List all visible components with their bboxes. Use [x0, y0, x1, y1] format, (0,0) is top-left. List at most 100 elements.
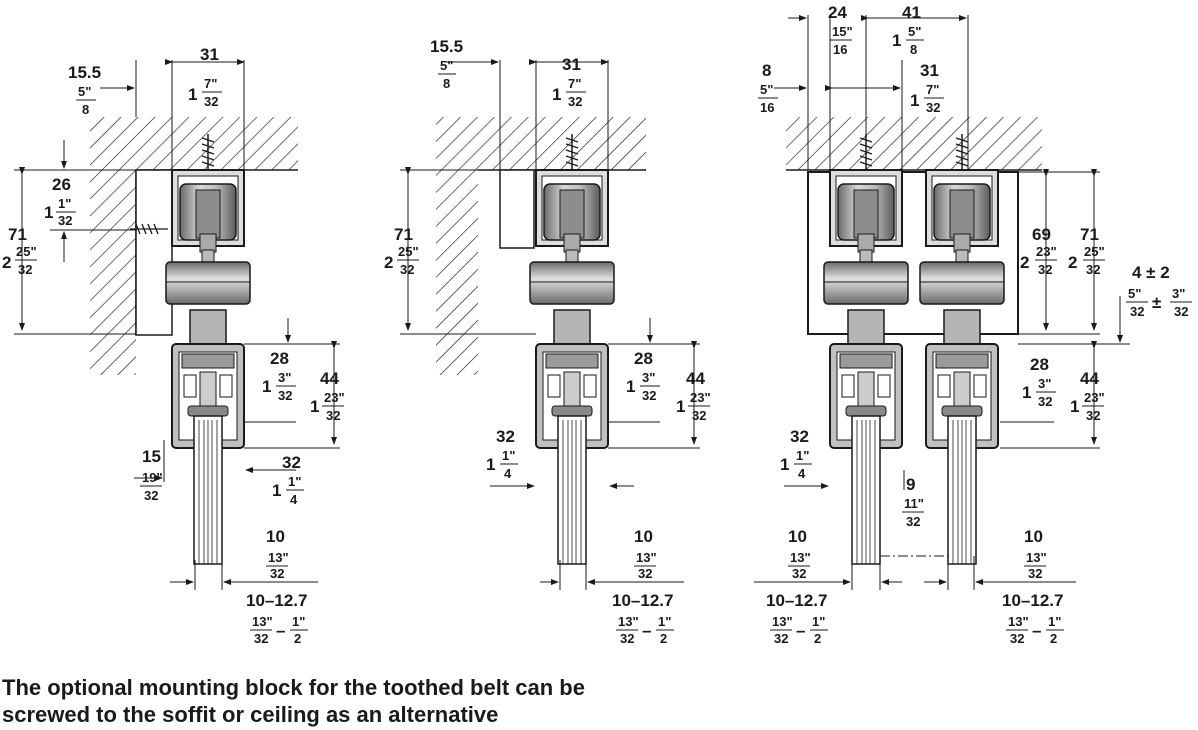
frac-den: 8 — [82, 102, 89, 117]
frac-num: 7" — [926, 82, 939, 97]
frac-den: 32 — [1038, 394, 1052, 409]
drawing-2 — [436, 117, 646, 565]
frac-den: 32 — [642, 388, 656, 403]
frac-num: 23" — [1084, 390, 1105, 405]
caption-line-1: The optional mounting block for the toot… — [2, 675, 585, 700]
frac-num: 1" — [812, 614, 825, 629]
frac-num: 25" — [398, 244, 419, 259]
frac-den: 4 — [290, 492, 298, 507]
mounting-block-1 — [135, 169, 173, 336]
frac-num: 13" — [1008, 614, 1029, 629]
frac-den: 32 — [1086, 262, 1100, 277]
frac-den: 8 — [910, 42, 917, 57]
dimension-labels: 15.5 5" 8 31 1 7" 32 26 1 1" 32 71 2 25"… — [2, 3, 1192, 646]
caption-line-2: screwed to the soffit or ceiling as an a… — [2, 702, 499, 727]
dim-9: 9 — [906, 475, 915, 494]
frac-den: 32 — [620, 631, 634, 646]
dim-10: 10 — [634, 527, 653, 546]
frac-den: 32 — [1028, 566, 1042, 581]
frac-den: 32 — [638, 566, 652, 581]
dim-1: 1 — [892, 31, 901, 50]
frac-den: 32 — [270, 566, 284, 581]
dim-28: 28 — [270, 349, 289, 368]
dim-31: 31 — [562, 55, 581, 74]
frac-den: 32 — [1010, 631, 1024, 646]
dim-10-12-7: 10–12.7 — [246, 591, 307, 610]
wall-1 — [90, 117, 136, 375]
dim-2: 2 — [384, 253, 393, 272]
dim-28: 28 — [634, 349, 653, 368]
frac-den: 32 — [1174, 304, 1188, 319]
frac-num: 25" — [1084, 244, 1105, 259]
frac-num: 5" — [1128, 286, 1141, 301]
dim-71: 71 — [1080, 225, 1099, 244]
dim-1: 1 — [262, 377, 271, 396]
frac-num: 23" — [324, 390, 345, 405]
dim-2: 2 — [2, 253, 11, 272]
frac-den: 32 — [568, 94, 582, 109]
dim-10: 10 — [788, 527, 807, 546]
plus-minus: ± — [1152, 293, 1161, 312]
dim-15-5: 15.5 — [430, 37, 463, 56]
dim-32: 32 — [496, 427, 515, 446]
dim-2: 2 — [1020, 253, 1029, 272]
dim-71: 71 — [8, 225, 27, 244]
frac-den: 32 — [692, 408, 706, 423]
dim-1: 1 — [486, 455, 495, 474]
dim-10-12-7: 10–12.7 — [766, 591, 827, 610]
frac-num: 23" — [1036, 244, 1057, 259]
frac-num: 7" — [204, 76, 217, 91]
dim-4-pm-2: 4 ± 2 — [1132, 263, 1170, 282]
frac-num: 11" — [904, 496, 924, 511]
frac-num: 13" — [252, 614, 273, 629]
dash: – — [642, 621, 651, 640]
frac-num: 3" — [642, 370, 655, 385]
frac-num: 13" — [618, 614, 639, 629]
dim-69: 69 — [1032, 225, 1051, 244]
dash: – — [796, 621, 805, 640]
dim-1: 1 — [272, 481, 281, 500]
frac-den: 8 — [443, 76, 450, 91]
frac-den: 32 — [1130, 304, 1144, 319]
drawing-1 — [90, 117, 298, 565]
dim-1: 1 — [1022, 383, 1031, 402]
frac-num: 3" — [278, 370, 291, 385]
dimension-lines — [14, 15, 1130, 590]
frac-num: 19" — [142, 470, 163, 485]
dim-1: 1 — [44, 203, 53, 222]
frac-den: 16 — [833, 42, 847, 57]
dash: – — [1032, 621, 1041, 640]
dim-44: 44 — [1080, 369, 1099, 388]
frac-den: 2 — [660, 631, 667, 646]
frac-num: 13" — [772, 614, 793, 629]
frac-den: 32 — [326, 408, 340, 423]
dim-1: 1 — [552, 85, 561, 104]
wall-2 — [436, 117, 478, 375]
frac-num: 1" — [58, 196, 71, 211]
frac-den: 32 — [144, 488, 158, 503]
frac-num: 5" — [78, 84, 91, 99]
frac-num: 5" — [908, 24, 921, 39]
frac-den: 32 — [1038, 262, 1052, 277]
ceiling-2 — [478, 117, 646, 170]
frac-num: 3" — [1172, 286, 1185, 301]
frac-num: 13" — [268, 550, 289, 565]
dim-10-12-7: 10–12.7 — [1002, 591, 1063, 610]
frac-den: 32 — [58, 213, 72, 228]
frac-den: 32 — [926, 100, 940, 115]
dim-1: 1 — [626, 377, 635, 396]
ceiling-3 — [786, 117, 1042, 170]
frac-den: 32 — [400, 262, 414, 277]
dim-44: 44 — [320, 369, 339, 388]
frac-den: 4 — [504, 466, 512, 481]
frac-num: 1" — [1048, 614, 1061, 629]
ceiling-1 — [136, 117, 298, 170]
dim-26: 26 — [52, 175, 71, 194]
frac-den: 32 — [792, 566, 806, 581]
dim-1: 1 — [910, 91, 919, 110]
dim-44: 44 — [686, 369, 705, 388]
frac-num: 7" — [568, 76, 581, 91]
frac-num: 1" — [288, 474, 301, 489]
frac-num: 15" — [832, 24, 853, 39]
dim-32: 32 — [282, 453, 301, 472]
